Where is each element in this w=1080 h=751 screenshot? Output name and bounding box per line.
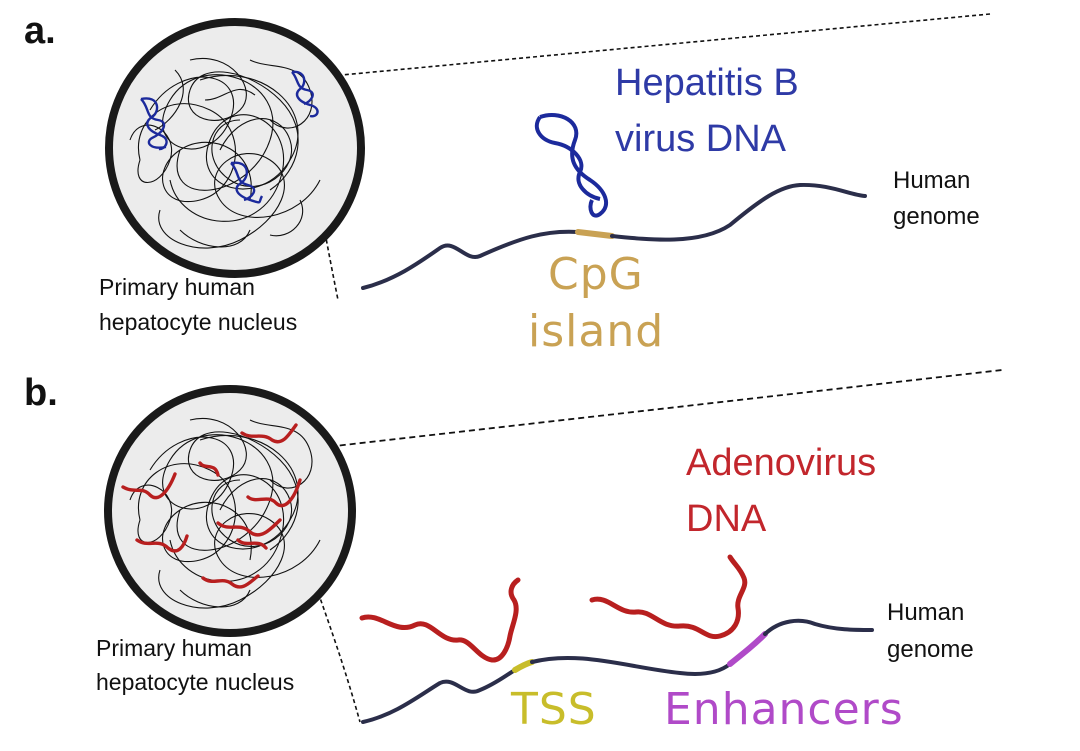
hbv-label-line1: Hepatitis B	[615, 62, 799, 104]
nucleus-label-a-line1: Primary human	[99, 274, 255, 300]
adenovirus-label-line1: Adenovirus	[686, 442, 877, 484]
genome-strand-a	[361, 229, 580, 290]
genome-label-a-line1: Human	[893, 167, 971, 194]
genome-strand-a-right	[610, 182, 867, 242]
panel-b	[104, 369, 1003, 724]
chromatin-a	[129, 57, 321, 249]
cpg-label-line1: CpG	[548, 249, 644, 300]
zoom-line-top-b	[299, 369, 1003, 451]
chromatin-b	[129, 417, 321, 609]
genome-label-a-line2: genome	[893, 203, 980, 230]
genome-label-b-line1: Human	[887, 599, 965, 626]
nucleus-label-a-line2: hepatocyte nucleus	[99, 309, 298, 335]
adenovirus-dna-strands	[359, 554, 748, 663]
panel-label-a: a.	[24, 10, 56, 52]
zoom-line-top-a	[309, 13, 991, 79]
genome-strand-b-left	[361, 668, 517, 724]
nucleus-b	[104, 385, 356, 637]
tss-segment	[512, 659, 535, 673]
tss-label: TSS	[511, 684, 597, 735]
genome-strand-b-mid	[530, 655, 732, 676]
genome-label-b-line2: genome	[887, 636, 974, 663]
hbv-dna-helix	[534, 113, 609, 218]
enhancers-segment	[727, 631, 768, 667]
adenovirus-fragments-in-nucleus	[121, 423, 302, 589]
hbv-helices-in-nucleus	[140, 70, 319, 204]
cpg-island-segment	[575, 229, 615, 239]
nucleus-label-b-line2: hepatocyte nucleus	[96, 669, 295, 695]
genome-strand-b-right	[763, 618, 874, 636]
enhancers-label: Enhancers	[664, 684, 904, 735]
adenovirus-label-line2: DNA	[686, 498, 767, 540]
cpg-label-line2: island	[528, 306, 665, 357]
nucleus-label-b-line1: Primary human	[96, 635, 252, 661]
panel-label-b: b.	[24, 372, 58, 414]
panel-a	[105, 13, 991, 301]
hbv-label-line2: virus DNA	[615, 118, 787, 160]
